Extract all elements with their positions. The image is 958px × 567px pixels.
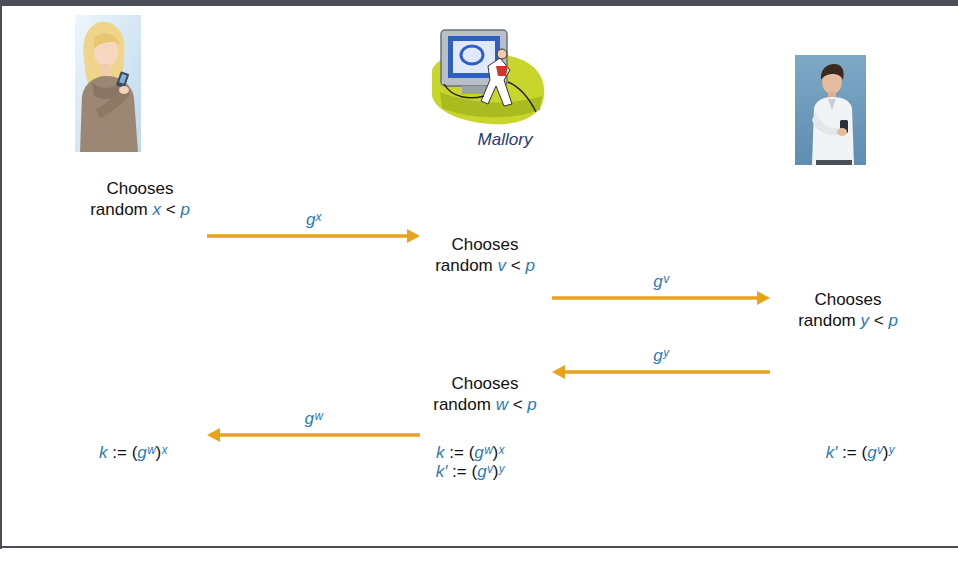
slide-frame bbox=[0, 0, 958, 549]
mallory-computer bbox=[432, 30, 544, 124]
math-symbol: v bbox=[498, 256, 507, 275]
message-arrow bbox=[207, 229, 420, 243]
math-symbol: gᵛ bbox=[867, 443, 883, 462]
arrow-head bbox=[407, 229, 420, 243]
arrow-line bbox=[218, 433, 420, 437]
arrow-head bbox=[552, 365, 565, 379]
math-symbol: gʷ bbox=[474, 443, 492, 462]
party-column: Chooses random x < p k := (gʷ)ˣ bbox=[70, 172, 207, 472]
math-symbol: ʸ bbox=[498, 462, 504, 481]
message-label: gʸ bbox=[651, 346, 670, 366]
party-name: Mallory bbox=[478, 129, 533, 150]
step-text: Chooses random w < p bbox=[429, 373, 541, 415]
math-symbol: ʸ bbox=[888, 443, 894, 462]
math-symbol: p bbox=[888, 311, 897, 330]
math-symbol: p bbox=[525, 256, 534, 275]
math-symbol: ˣ bbox=[161, 443, 167, 462]
arrow-line bbox=[207, 234, 409, 238]
math-symbol: ˣ bbox=[498, 443, 504, 462]
arrow-line bbox=[552, 296, 759, 300]
math-symbol: y bbox=[861, 311, 870, 330]
step-text: k := (gʷ)ˣ bbox=[99, 442, 167, 463]
message-label: gᵛ bbox=[651, 272, 671, 292]
math-symbol: k bbox=[436, 443, 445, 462]
math-symbol: gʷ bbox=[137, 443, 155, 462]
step-text: Chooses random y < p bbox=[792, 289, 904, 331]
party-column: MalloryChooses random v < p Chooses rando… bbox=[420, 120, 552, 486]
message-arrow bbox=[552, 291, 770, 305]
math-symbol: k′ bbox=[436, 462, 448, 481]
message-arrow bbox=[552, 365, 770, 379]
math-symbol: k′ bbox=[826, 443, 838, 462]
message-label: gʷ bbox=[302, 409, 324, 429]
arrow-head bbox=[757, 291, 770, 305]
step-text: Chooses random v < p bbox=[429, 234, 541, 276]
bob-figure bbox=[795, 55, 866, 165]
step-text: k := (gʷ)ˣ bbox=[436, 442, 504, 463]
message-arrow bbox=[207, 428, 420, 442]
math-symbol: x bbox=[153, 200, 162, 219]
step-text: k′ := (gᵛ)ʸ bbox=[436, 461, 505, 482]
math-symbol: w bbox=[496, 395, 508, 414]
arrow-head bbox=[207, 428, 220, 442]
step-text: k′ := (gᵛ)ʸ bbox=[826, 442, 895, 463]
arrow-line bbox=[563, 370, 770, 374]
math-symbol: p bbox=[180, 200, 189, 219]
alice-figure bbox=[75, 15, 141, 152]
math-symbol: k bbox=[99, 443, 108, 462]
message-label: gˣ bbox=[304, 210, 323, 230]
math-symbol: p bbox=[527, 395, 536, 414]
party-column: Chooses random y < p k′ := (gᵛ)ʸ bbox=[770, 282, 926, 482]
step-text: Chooses random x < p bbox=[84, 178, 196, 220]
math-symbol: gᵛ bbox=[477, 462, 493, 481]
